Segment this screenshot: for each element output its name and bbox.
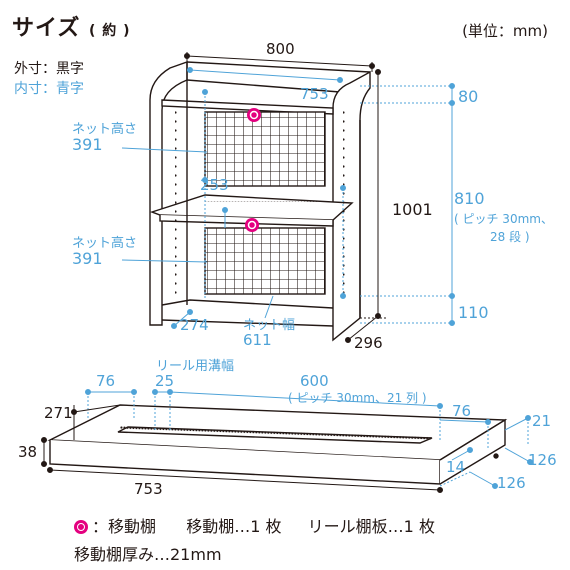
rail-side-d: 126 [497, 474, 526, 492]
rail-dimension-lines [85, 389, 533, 489]
shelf-outer-dimension-lines [184, 52, 388, 343]
movable-shelf-marker-icon [74, 520, 88, 534]
page-title: サイズ ( 約 ) [12, 16, 131, 41]
net-width-value: 611 [243, 331, 272, 349]
rail-side-c: 126 [528, 451, 557, 469]
groove-label: リール用溝幅 [156, 359, 235, 374]
pitch-steps: 28 段 ) [490, 230, 530, 244]
rail-length: 753 [134, 480, 163, 498]
rail-grooves [119, 425, 432, 441]
top-space: 80 [458, 87, 479, 106]
rail-pitch-note: ( ピッチ 30mm、21 列 ) [288, 391, 427, 405]
bottom-space: 110 [458, 303, 489, 322]
lower-net [204, 227, 326, 295]
rail-pitch-range: 600 [300, 372, 329, 390]
rail-right-margin: 76 [452, 402, 472, 420]
shelf-unit [149, 61, 371, 342]
rail-side-a: 21 [532, 412, 552, 430]
footer-line-2: 移動棚厚み…21mm [74, 545, 222, 564]
net-height-value: 391 [72, 135, 103, 154]
rail-depth: 271 [44, 404, 73, 422]
rail-shelf-board [47, 404, 508, 485]
shelf-dimension-lines [121, 67, 455, 329]
groove-width: 25 [155, 372, 175, 390]
pitch-note: ( ピッチ 30mm、 [454, 212, 553, 226]
legend-outer: 外寸：黒字 [14, 61, 84, 77]
marker-label: ：移動棚 [92, 517, 157, 536]
net-height-label: ネット高さ [72, 122, 138, 137]
rail-side-b: 14 [446, 458, 466, 476]
shelf-holes [204, 198, 324, 202]
depth-outer: 296 [354, 334, 383, 352]
net-height-value-2: 391 [72, 249, 103, 268]
peg-holes-left [175, 108, 177, 298]
footer-line-1: ：移動棚 移動棚…1 枚 リール棚板…1 枚 [74, 513, 435, 537]
net-width-label: ネット幅 [243, 318, 296, 333]
width-outer: 800 [266, 40, 295, 58]
shelf-gap: 253 [200, 176, 229, 194]
part-movable-shelf: 移動棚…1 枚 [186, 517, 282, 536]
movable-shelf-markers [245, 108, 261, 232]
part-rail-shelf: リール棚板…1 枚 [307, 517, 435, 536]
rail-outer-dimension-lines [41, 404, 443, 493]
rail-thickness: 38 [18, 443, 38, 461]
upper-net [204, 111, 326, 187]
rail-left-margin: 76 [96, 372, 116, 390]
depth-inner: 274 [180, 316, 209, 334]
peg-holes-right [343, 110, 345, 300]
width-inner: 753 [300, 85, 329, 103]
pitch-range: 810 [454, 189, 485, 208]
height-outer: 1001 [392, 200, 433, 219]
net-height-label-2: ネット高さ [72, 236, 138, 251]
unit-note: (単位：mm) [462, 22, 548, 40]
title-note: ( 約 ) [89, 23, 131, 39]
legend-inner: 内寸：青字 [14, 81, 84, 97]
